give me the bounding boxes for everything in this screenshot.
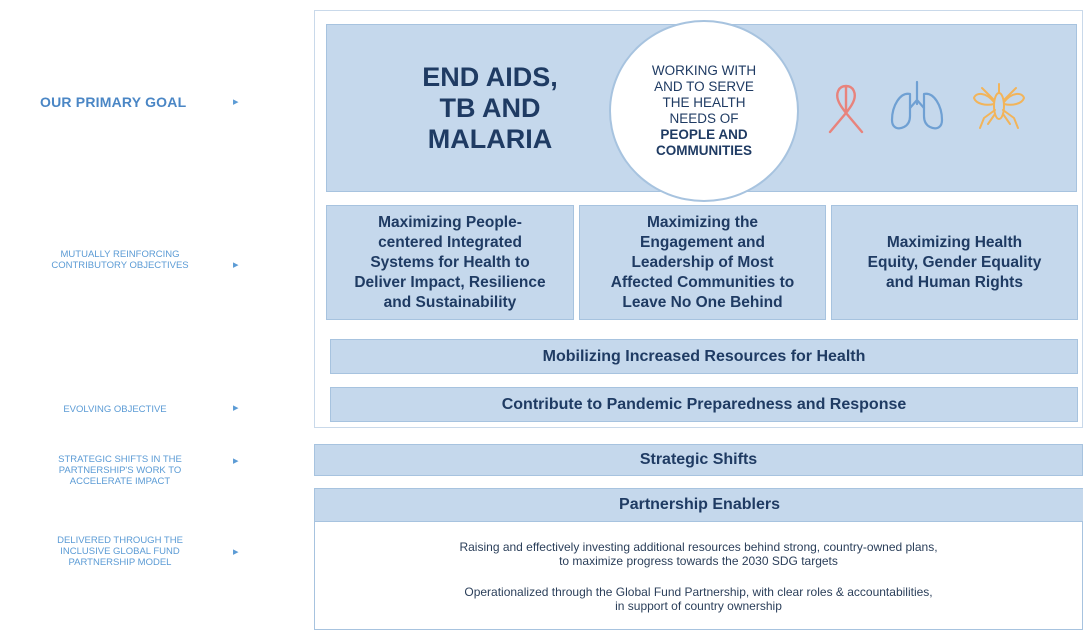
resources-bar: Mobilizing Increased Resources for Healt… xyxy=(330,339,1078,374)
objective-integrated-systems: Maximizing People- centered Integrated S… xyxy=(326,205,574,320)
objective-community-engagement: Maximizing the Engagement and Leadership… xyxy=(579,205,826,320)
enablers-paragraph-resources: Raising and effectively investing additi… xyxy=(459,540,938,568)
ribbon-icon xyxy=(828,84,864,134)
arrow-evolving: ▸ xyxy=(233,402,239,414)
label-strategic-shifts: STRATEGIC SHIFTS IN THE PARTNERSHIP'S WO… xyxy=(58,454,182,487)
label-primary-goal: OUR PRIMARY GOAL xyxy=(40,94,187,110)
partnership-enablers-bar: Partnership Enablers xyxy=(314,488,1083,522)
label-contributory-objectives: MUTUALLY REINFORCING CONTRIBUTORY OBJECT… xyxy=(51,249,189,271)
label-evolving-objective: EVOLVING OBJECTIVE xyxy=(63,404,167,415)
objective-health-equity: Maximizing Health Equity, Gender Equalit… xyxy=(831,205,1078,320)
pandemic-bar: Contribute to Pandemic Preparedness and … xyxy=(330,387,1078,422)
goal-title: END AIDS, TB AND MALARIA xyxy=(422,62,558,154)
label-delivered-through: DELIVERED THROUGH THE INCLUSIVE GLOBAL F… xyxy=(57,535,183,568)
lungs-icon xyxy=(890,80,944,130)
arrow-delivered: ▸ xyxy=(233,546,239,558)
arrow-shifts: ▸ xyxy=(233,455,239,467)
partnership-enablers-box: Partnership Enablers Raising and effecti… xyxy=(314,488,1083,630)
people-communities-circle: WORKING WITH AND TO SERVE THE HEALTH NEE… xyxy=(609,20,799,202)
mosquito-icon xyxy=(973,83,1025,129)
arrow-contributory: ▸ xyxy=(233,259,239,271)
enablers-paragraph-operationalized: Operationalized through the Global Fund … xyxy=(464,585,933,613)
strategic-shifts-bar: Strategic Shifts xyxy=(314,444,1083,476)
arrow-primary-goal: ▸ xyxy=(233,96,239,108)
